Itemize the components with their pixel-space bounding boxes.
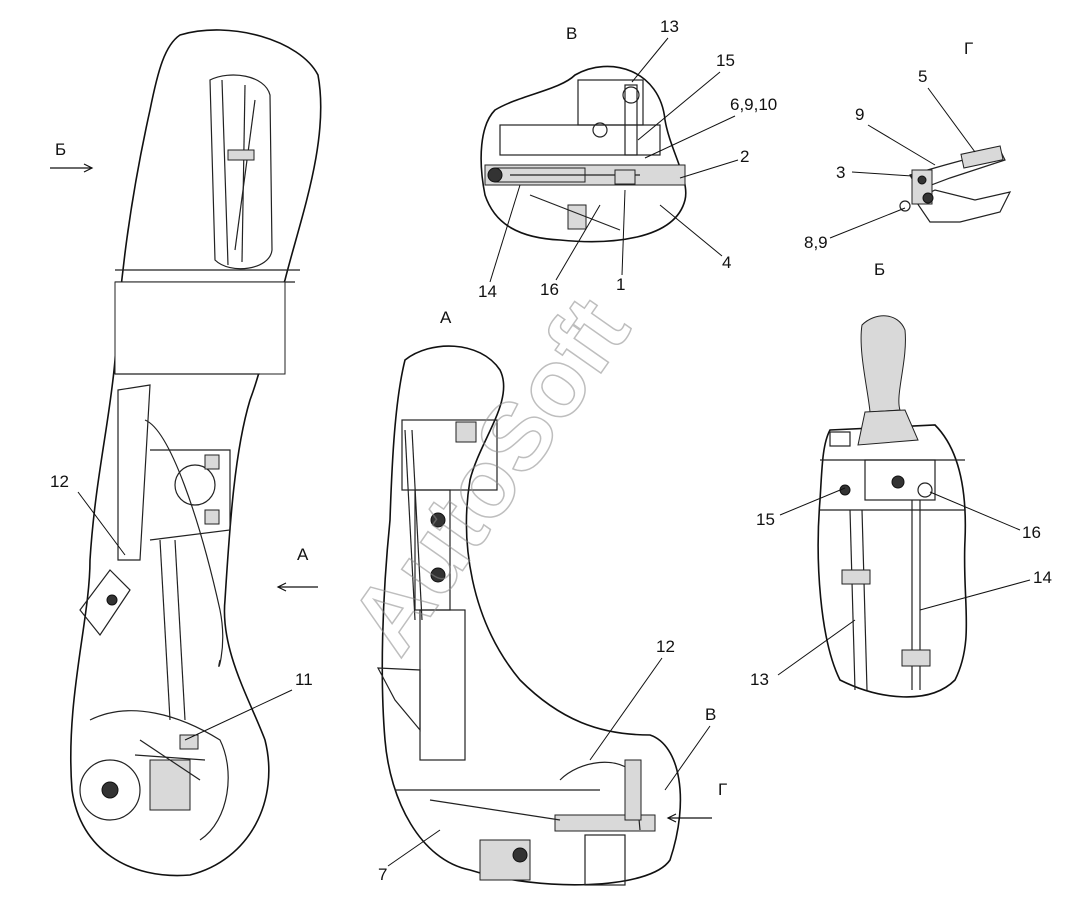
callout-8-9: 8,9 — [804, 233, 828, 252]
view-label-g-bottom: Г — [718, 780, 727, 799]
callout-6-9-10: 6,9,10 — [730, 95, 777, 114]
view-label-v-top: В — [566, 24, 577, 43]
view-label-g-top: Г — [964, 39, 973, 58]
callout-14-right: 14 — [1033, 568, 1052, 587]
callout-3: 3 — [836, 163, 845, 182]
callout-12-left: 12 — [50, 472, 69, 491]
view-g-panel — [899, 145, 1012, 223]
callout-7: 7 — [378, 865, 387, 884]
callout-16-top: 16 — [540, 280, 559, 299]
callout-15-right: 15 — [756, 510, 775, 529]
callout-15-top: 15 — [716, 51, 735, 70]
callout-1: 1 — [616, 275, 625, 294]
left-detail-panel — [69, 29, 322, 877]
callout-13-top: 13 — [660, 17, 679, 36]
callout-14-top: 14 — [478, 282, 497, 301]
view-v-panel — [480, 65, 687, 243]
callout-5: 5 — [918, 67, 927, 86]
callout-2: 2 — [740, 147, 749, 166]
view-label-a-right: А — [297, 545, 309, 564]
callout-11: 11 — [295, 670, 313, 689]
callout-13-right: 13 — [750, 670, 769, 689]
view-label-a-top: А — [440, 308, 452, 327]
callout-9: 9 — [855, 105, 864, 124]
view-arrow-g — [666, 813, 712, 823]
callout-4: 4 — [722, 253, 731, 272]
callout-12-mid: 12 — [656, 637, 675, 656]
view-arrow-b: Б — [50, 140, 94, 173]
view-arrow-a: А — [276, 545, 318, 592]
view-label-b-left: Б — [55, 140, 66, 159]
view-label-b-small: Б — [874, 260, 885, 279]
view-b-lever-panel — [817, 315, 968, 698]
view-label-v-bottom: В — [705, 705, 716, 724]
watermark: AutoSoft — [330, 279, 650, 672]
callout-16-right: 16 — [1022, 523, 1041, 542]
view-a-panel — [376, 345, 682, 886]
